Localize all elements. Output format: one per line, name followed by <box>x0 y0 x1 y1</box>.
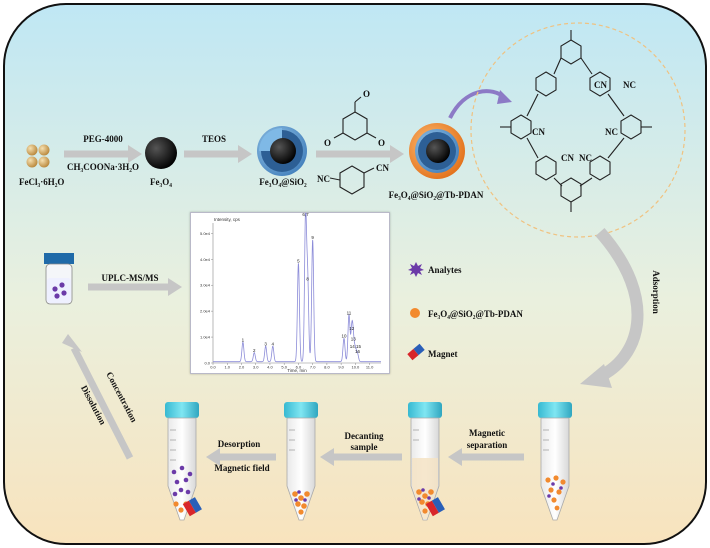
tube-decanting <box>284 402 318 521</box>
cof-cn-label-3: CN <box>561 153 574 163</box>
peg-label: PEG-4000 <box>83 134 123 144</box>
cof-structure-icon <box>470 22 686 238</box>
tube-magnetic-separation <box>408 402 445 521</box>
peak-label: 16 <box>355 349 361 354</box>
decanting-label: Decanting <box>344 431 384 441</box>
magnetic-field-label: Magnetic field <box>214 463 270 473</box>
y-tick-label: 0.0 <box>204 361 210 366</box>
y-tick-label: 1.0e4 <box>200 335 211 340</box>
x-tick-label: 4.0 <box>267 365 273 370</box>
tube-desorption <box>165 402 202 521</box>
magnetic-label: Magnetic <box>469 428 505 438</box>
y-tick-label: 3.0e4 <box>200 283 211 288</box>
peak-label: 5 <box>297 258 300 263</box>
cof-nc-label-1: NC <box>623 80 636 90</box>
dinitrile-structure-icon <box>329 165 375 195</box>
x-tick-label: 7.0 <box>310 365 316 370</box>
separation-label: separation <box>466 440 508 450</box>
tube-adsorption <box>538 402 572 521</box>
cof-nc-label-3: NC <box>579 153 592 163</box>
peak-label: 13 <box>351 336 357 341</box>
concentration-arrow <box>70 346 134 460</box>
peak-label: 12 <box>349 326 355 331</box>
decanting-sample-label: sample <box>350 442 378 452</box>
product-label: Fe₃O₄@SiO₂@Tb-PDAN <box>388 190 484 200</box>
fecl3-spheres-icon <box>26 144 50 168</box>
chart-title: Intensity, cps <box>214 217 241 222</box>
analyte-legend-icon <box>408 262 424 277</box>
peak-label: 14,15 <box>350 344 362 349</box>
x-tick-label: 1.0 <box>224 365 230 370</box>
trialdehyde-structure-icon <box>333 96 377 141</box>
adsorbent-legend-label: Fe₃O₄@SiO₂@Tb-PDAN <box>428 309 523 319</box>
peak-label: 2 <box>253 348 256 353</box>
fe3o4-sio2-sphere-icon <box>257 126 307 176</box>
peak-label: 10 <box>341 334 347 339</box>
x-tick-label: 9.0 <box>338 365 344 370</box>
chromatogram-trace <box>213 205 381 363</box>
dinitrile-cn-label: CN <box>376 163 389 173</box>
y-tick-label: 4.0e4 <box>200 257 211 262</box>
fe3o4-sphere-icon <box>145 137 177 169</box>
peak-label: 4 <box>272 341 275 346</box>
x-axis-label: Time, min <box>287 368 307 373</box>
peak-label: 3 <box>264 341 267 346</box>
adsorption-arrow <box>593 228 644 384</box>
adsorption-label: Adsorption <box>650 270 661 314</box>
uplc-label: UPLC-MS/MS <box>101 273 159 283</box>
fe3o4-sio2-label: Fe₃O₄@SiO₂ <box>259 177 307 187</box>
y-tick-label: 2.0e4 <box>200 309 211 314</box>
x-tick-label: 2.0 <box>239 365 245 370</box>
aldehyde-o-label-3: O <box>378 138 386 148</box>
desorption-label: Desorption <box>217 439 261 449</box>
peak-label: 11 <box>347 310 352 315</box>
dinitrile-nc-label: NC <box>317 174 330 184</box>
sample-vial-icon <box>44 253 74 305</box>
x-tick-label: 0.0 <box>210 365 216 370</box>
x-tick-label: 8.0 <box>324 365 330 370</box>
peak-label: 9 <box>311 235 314 240</box>
x-tick-label: 3.0 <box>253 365 259 370</box>
fe3o4-label: Fe₃O₄ <box>150 177 172 187</box>
x-tick-label: 6.0 <box>296 365 302 370</box>
aldehyde-o-label-2: O <box>324 138 332 148</box>
peak-label: 8 <box>306 277 309 282</box>
x-tick-label: 5.0 <box>281 365 287 370</box>
magnet-legend-label: Magnet <box>428 349 458 359</box>
cof-nc-label-2: NC <box>605 127 618 137</box>
product-sphere-icon <box>409 123 465 179</box>
teos-label: TEOS <box>201 134 227 144</box>
peak-label: 1 <box>242 338 245 343</box>
fecl3-label: FeCl₃·6H₂O <box>19 177 65 187</box>
acetate-label: CH₃COONa·3H₂O <box>67 162 139 172</box>
adsorbent-legend-icon <box>410 308 420 318</box>
x-tick-label: 10.0 <box>351 365 360 370</box>
peak-label: 6,7 <box>302 213 309 217</box>
cof-cn-label-1: CN <box>594 80 607 90</box>
magnet-legend-icon <box>407 343 425 361</box>
y-tick-label: 5.0e4 <box>200 231 211 236</box>
aldehyde-o-label-1: O <box>363 89 371 99</box>
x-tick-label: 11.0 <box>366 365 374 370</box>
analytes-legend-label: Analytes <box>428 265 462 275</box>
cof-cn-label-2: CN <box>532 127 545 137</box>
